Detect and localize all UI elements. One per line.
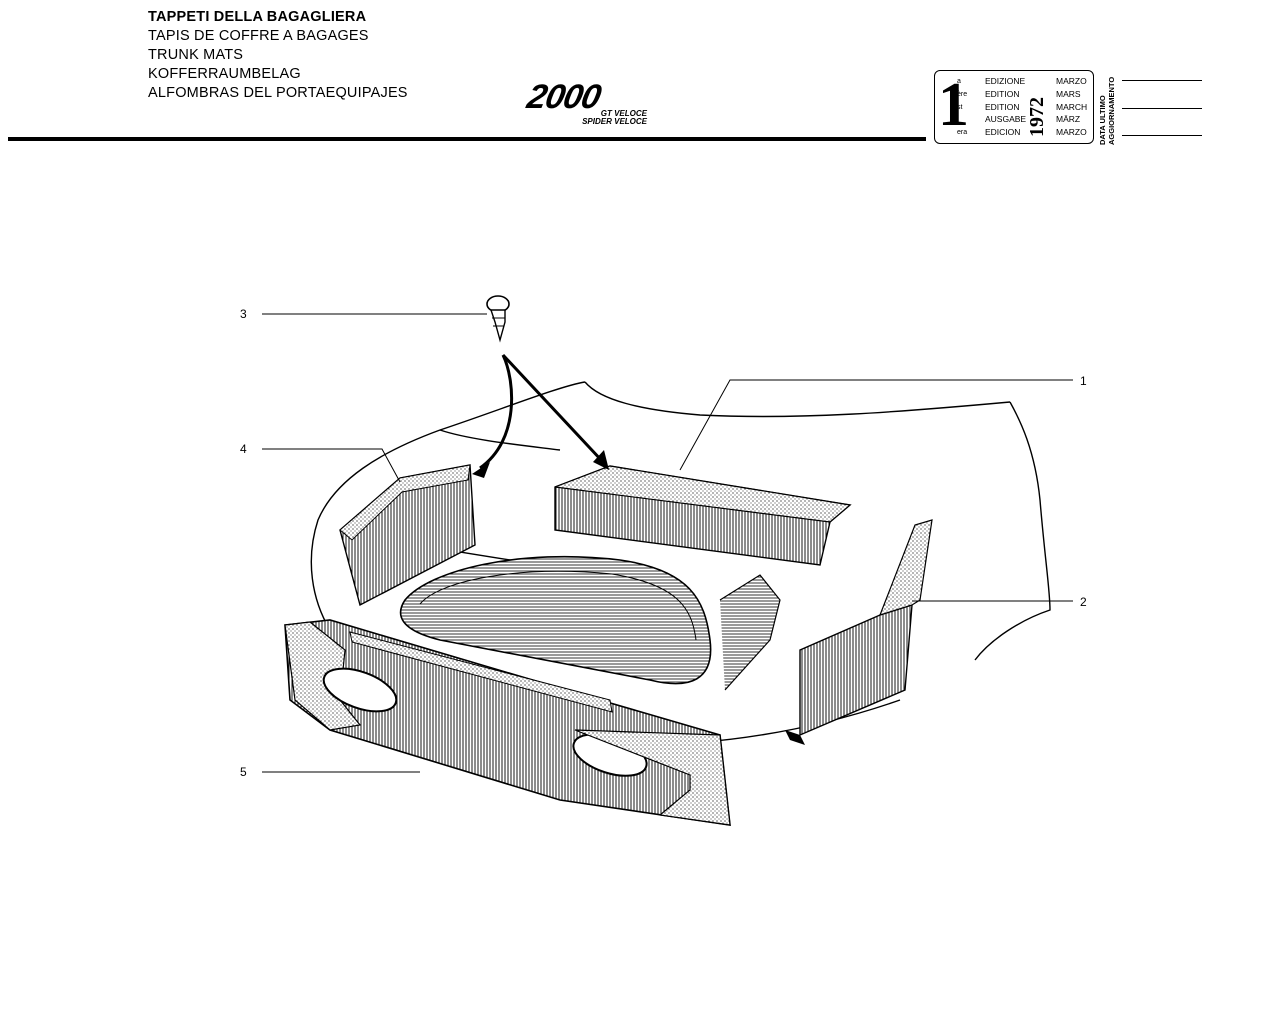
update-line [1122,135,1202,137]
callout-1: 1 [1080,374,1087,388]
edition-word: EDITION [985,89,1020,99]
callout-4: 4 [240,442,247,456]
title-english: TRUNK MATS [148,47,244,63]
edition-superscript: era [957,129,968,136]
header-rule [8,137,926,141]
edition-word: EDITION [985,102,1020,112]
edition-word: AUSGABE [985,114,1027,124]
leader-line-1 [679,379,1073,471]
mat-4-left-side [339,464,476,607]
clip-arrows [479,353,605,470]
title-block: TAPPETI DELLA BAGAGLIERA TAPIS DE COFFRE… [148,8,408,103]
edition-month: MARCH [1056,102,1088,112]
mat-2-right-side [785,519,933,745]
edition-month: MARS [1056,89,1081,99]
edition-superscript: st [957,104,963,111]
arrow-head-left [472,462,490,478]
edition-superscript: ère [957,91,968,98]
title-french: TAPIS DE COFFRE A BAGAGES [148,28,369,44]
callout-3: 3 [240,307,247,321]
edition-word: EDIZIONE [985,76,1026,86]
edition-superscript: a [957,78,961,85]
model-logo: 2000 GT VELOCE SPIDER VELOCE [524,78,653,130]
edition-superscript: . [957,115,959,122]
mat-5-rear-panel [284,619,731,826]
callout-5: 5 [240,765,247,779]
title-german: KOFFERRAUMBELAG [148,66,301,82]
edition-box [934,70,1094,144]
edition-month: MARZO [1056,127,1087,137]
edition-number: 1 [938,71,969,139]
mat-1-rear-shelf [554,465,852,566]
leader-lines [262,313,1073,773]
arrow-head-right [593,450,609,470]
model-variant-spider: SPIDER VELOCE [582,117,647,126]
edition-month: MÄRZ [1056,114,1081,124]
model-variant-gt: GT VELOCE [600,109,647,118]
title-spanish: ALFOMBRAS DEL PORTAEQUIPAJES [148,85,408,101]
edition-word: EDICION [985,127,1021,137]
update-line [1122,108,1202,110]
floor-mat [399,555,781,691]
callout-2: 2 [1080,595,1087,609]
update-line [1122,80,1202,82]
title-italian: TAPPETI DELLA BAGAGLIERA [148,9,367,25]
clip-fastener-3 [486,295,510,343]
leader-line-4 [262,448,401,483]
edition-month: MARZO [1056,76,1087,86]
